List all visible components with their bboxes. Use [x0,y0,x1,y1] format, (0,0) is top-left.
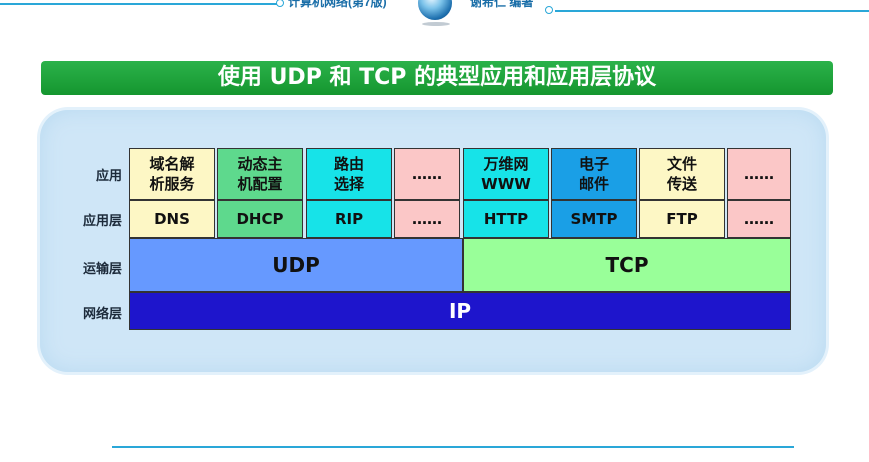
row-label-network: 网络层 [82,307,122,322]
globe-shadow [422,22,450,26]
application-cell-5: 万维网 WWW [463,148,549,200]
application-cell-2: 动态主 机配置 [217,148,303,200]
page-title: 使用 UDP 和 TCP 的典型应用和应用层协议 [41,61,833,95]
globe-icon [418,0,452,20]
author: 谢希仁 编著 [470,0,534,9]
protocol-cell-2: DHCP [217,200,303,238]
header-line-left [0,3,278,5]
book-title: 计算机网络(第7版) [288,0,387,9]
row-label-application: 应用 [95,169,122,184]
protocol-cell-6: SMTP [551,200,637,238]
protocol-cell-7: FTP [639,200,725,238]
application-cell-6: 电子 邮件 [551,148,637,200]
tcp-block: TCP [463,238,791,292]
application-cell-4: …… [394,148,460,200]
header-dot-right [545,6,553,14]
protocol-cell-8: …… [727,200,791,238]
application-cell-1: 域名解 析服务 [129,148,215,200]
row-label-app-layer: 应用层 [82,214,122,229]
protocol-cell-1: DNS [129,200,215,238]
protocol-cell-3: RIP [306,200,392,238]
row-label-transport: 运输层 [82,262,122,277]
udp-block: UDP [129,238,463,292]
application-cell-3: 路由 选择 [306,148,392,200]
protocol-cell-5: HTTP [463,200,549,238]
footer-line [112,446,794,448]
header-line-right [555,10,869,12]
application-cell-7: 文件 传送 [639,148,725,200]
ip-block: IP [129,292,791,330]
header-dot-left [276,0,284,7]
application-cell-8: …… [727,148,791,200]
protocol-cell-4: …… [394,200,460,238]
